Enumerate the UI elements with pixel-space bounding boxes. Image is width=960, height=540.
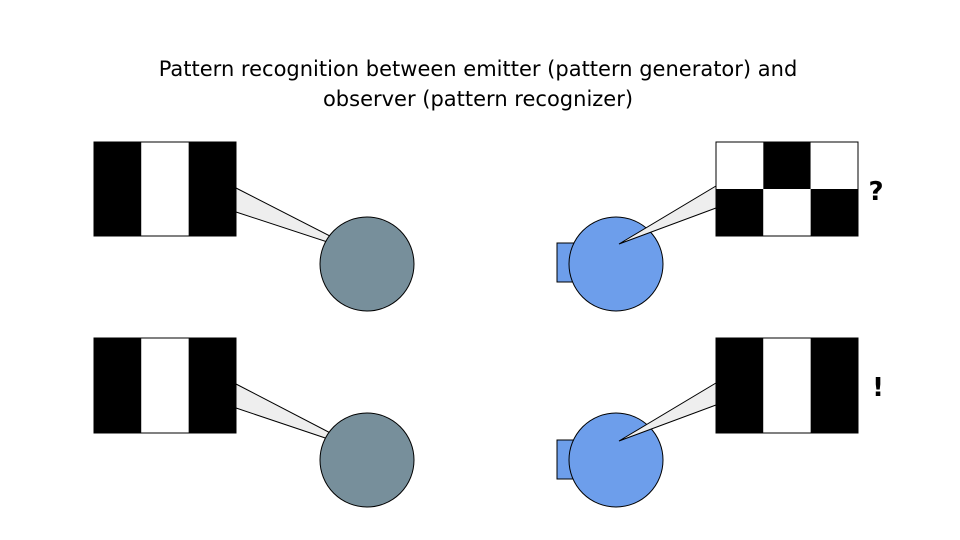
pattern-cell xyxy=(716,338,764,433)
pattern-cell xyxy=(188,338,236,433)
pattern-cell xyxy=(763,189,811,236)
diagram-title-line-1: Pattern recognition between emitter (pat… xyxy=(159,57,798,81)
emitter-pattern-top xyxy=(93,141,237,237)
pattern-cell xyxy=(716,142,764,189)
pattern-cell xyxy=(716,189,764,236)
pattern-cell xyxy=(141,338,189,433)
emitter-circle-top xyxy=(319,216,415,312)
pattern-frame xyxy=(715,337,859,434)
pattern-frame xyxy=(93,141,237,237)
pattern-cell xyxy=(141,142,189,236)
question-mark-label: ? xyxy=(868,177,883,207)
emitter-pattern-bottom xyxy=(93,337,237,434)
pattern-cell xyxy=(810,189,858,236)
observer-circle-bottom xyxy=(568,412,664,508)
pattern-cell xyxy=(94,338,142,433)
exclamation-mark-label: ! xyxy=(872,373,884,403)
pattern-frame xyxy=(93,337,237,434)
observer-beam-bottom xyxy=(618,382,717,442)
emitter-circle-bottom xyxy=(319,412,415,508)
pattern-cell xyxy=(763,338,811,433)
observer-beam-top xyxy=(618,185,717,245)
scene-top: ? xyxy=(93,141,884,312)
observer-circle-top xyxy=(568,216,664,312)
pattern-cell xyxy=(810,338,858,433)
pattern-cell xyxy=(94,142,142,236)
observer-pattern-top xyxy=(715,141,859,237)
pattern-frame xyxy=(715,141,859,237)
pattern-cell xyxy=(763,142,811,189)
diagram-title-line-2: observer (pattern recognizer) xyxy=(323,87,633,111)
pattern-cell xyxy=(810,142,858,189)
pattern-cell xyxy=(188,142,236,236)
observer-pattern-bottom xyxy=(715,337,859,434)
scene-bottom: ! xyxy=(93,337,884,508)
